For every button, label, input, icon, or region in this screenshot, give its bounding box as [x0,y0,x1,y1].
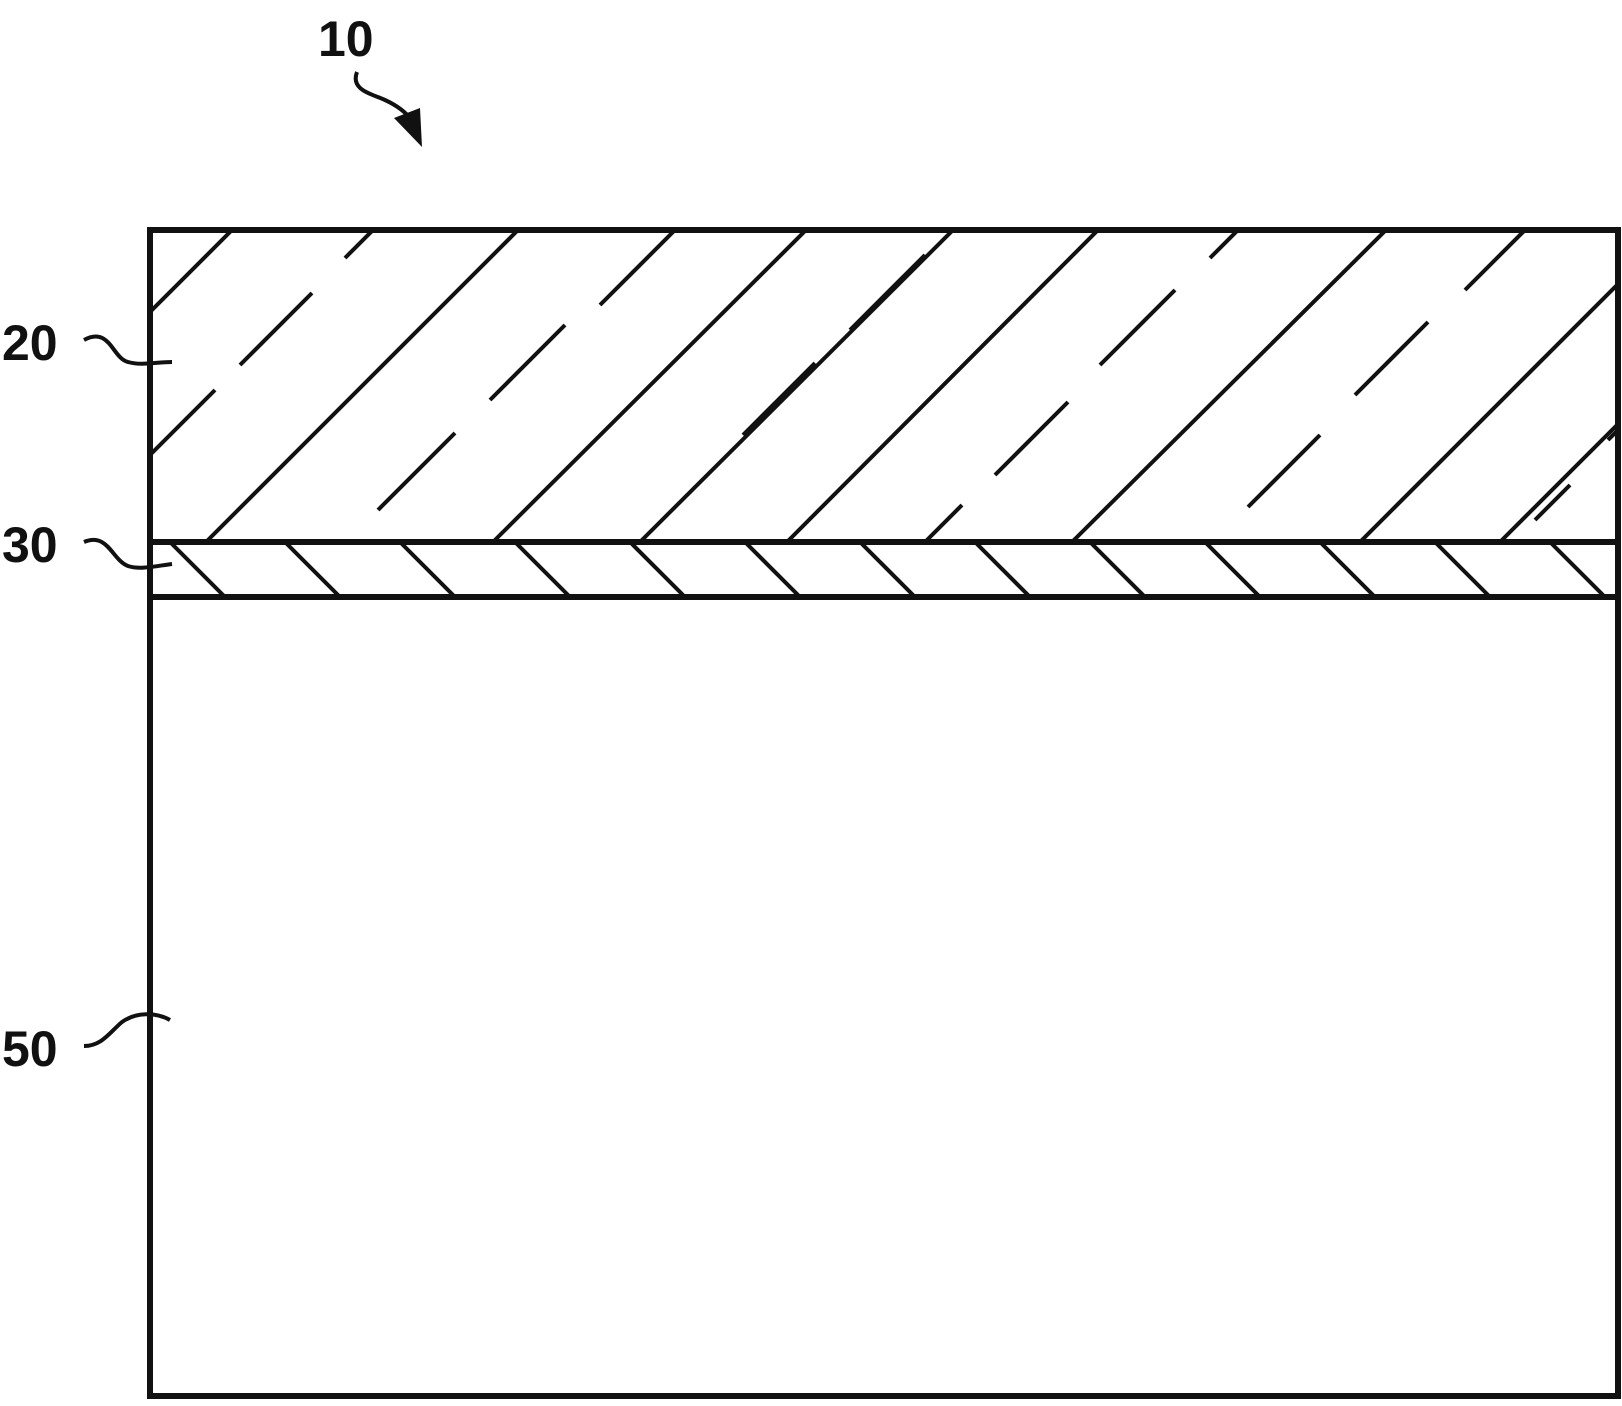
device-outline [147,227,1621,1399]
assembly-leader-arrow [353,71,414,122]
layer-30-hatch [168,542,1607,597]
layer-50-label: 50 [2,1021,58,1077]
layer-30-label: 30 [2,517,58,573]
assembly-arrowhead [394,108,422,147]
layer-50-leader [83,1012,171,1048]
assembly-label: 10 [318,11,374,67]
layer-20-leader [83,334,173,366]
layer-20-hatch [150,230,1618,542]
layer-20-label: 20 [2,315,58,371]
layer-30-leader [83,537,173,570]
